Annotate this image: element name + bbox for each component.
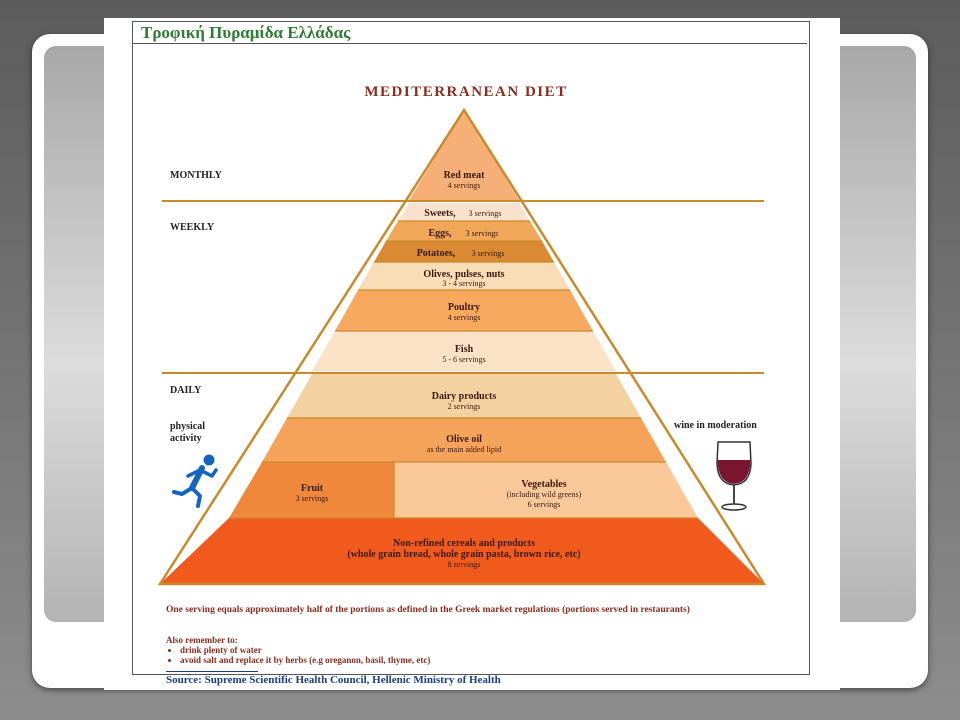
- remember-list: drink plenty of water avoid salt and rep…: [166, 645, 430, 665]
- tier-red-meat: [409, 110, 519, 200]
- remember-item: avoid salt and replace it by herbs (e.g …: [180, 655, 430, 665]
- remember-title: Also remember to:: [166, 635, 238, 645]
- sweets-name: Sweets,: [424, 208, 456, 219]
- tier-potatoes: [374, 241, 554, 262]
- dairy-name: Dairy products: [432, 391, 497, 402]
- tier-vegetables: [394, 462, 698, 518]
- olives-servings: 3 - 4 servings: [442, 279, 485, 288]
- label-wine: wine in moderation: [674, 420, 757, 431]
- remember-block: Also remember to: drink plenty of water …: [166, 635, 430, 665]
- pyramid-poster: Τροφική Πυραμίδα Ελλάδας MEDITERRANEAN D…: [104, 18, 840, 690]
- fruit-servings: 3 servings: [296, 494, 329, 503]
- vegetables-name: Vegetables: [521, 479, 566, 490]
- sweets-servings: 3 servings: [469, 209, 502, 218]
- greek-title: Τροφική Πυραμίδα Ελλάδας: [133, 22, 807, 44]
- cereals-detail: (whole grain bread, whole grain pasta, b…: [347, 549, 580, 560]
- serving-note: One serving equals approximately half of…: [166, 605, 690, 615]
- tier-sweets: [398, 203, 530, 221]
- tier-fruit: [229, 462, 394, 518]
- potatoes-servings: 3 servings: [472, 249, 505, 258]
- red-meat-servings: 4 servings: [448, 181, 481, 190]
- poster-border: Τροφική Πυραμίδα Ελλάδας: [132, 21, 810, 675]
- dairy-servings: 2 servings: [448, 402, 481, 411]
- fruit-name: Fruit: [301, 483, 324, 494]
- pyramid-outline: [157, 107, 767, 586]
- cereals-name: Non-refined cereals and products: [393, 538, 535, 549]
- tier-olive-oil: [262, 418, 666, 462]
- fish-name: Fish: [455, 344, 474, 355]
- remember-item: drink plenty of water: [180, 645, 430, 655]
- tier-cereals: [160, 518, 764, 584]
- vegetables-servings: 6 servings: [528, 500, 561, 509]
- eggs-name: Eggs,: [428, 228, 452, 239]
- eggs-servings: 3 servings: [466, 229, 499, 238]
- fish-servings: 5 - 6 servings: [442, 355, 485, 364]
- source-rule: [166, 671, 258, 672]
- poultry-servings: 4 servings: [448, 313, 481, 322]
- olive-oil-name: Olive oil: [446, 434, 482, 445]
- tier-eggs: [386, 221, 542, 241]
- source-credit: Source: Supreme Scientific Health Counci…: [166, 674, 501, 686]
- tier-poultry: [335, 290, 593, 331]
- red-meat-name: Red meat: [444, 170, 485, 181]
- running-person-icon: [172, 454, 218, 508]
- cereals-servings: 8 servings: [448, 560, 481, 569]
- label-daily: DAILY: [170, 385, 202, 396]
- tier-fish: [312, 331, 616, 371]
- label-physical: physical: [170, 421, 205, 432]
- vegetables-detail: (including wild greens): [507, 490, 582, 499]
- wine-glass-icon: [716, 441, 752, 511]
- label-activity: activity: [170, 433, 202, 444]
- label-weekly: WEEKLY: [170, 222, 215, 233]
- tier-dairy: [287, 374, 641, 418]
- olives-name: Olives, pulses, nuts: [423, 269, 504, 280]
- label-monthly: MONTHLY: [170, 170, 223, 181]
- tier-olives: [358, 262, 570, 290]
- tier-dividers: [229, 220, 698, 519]
- potatoes-name: Potatoes,: [417, 248, 456, 259]
- pyramid-diagram: MEDITERRANEAN DIET: [157, 84, 767, 586]
- poultry-name: Poultry: [448, 302, 480, 313]
- olive-oil-servings: as the main added lipid: [427, 445, 501, 454]
- diet-title: MEDITERRANEAN DIET: [364, 84, 567, 100]
